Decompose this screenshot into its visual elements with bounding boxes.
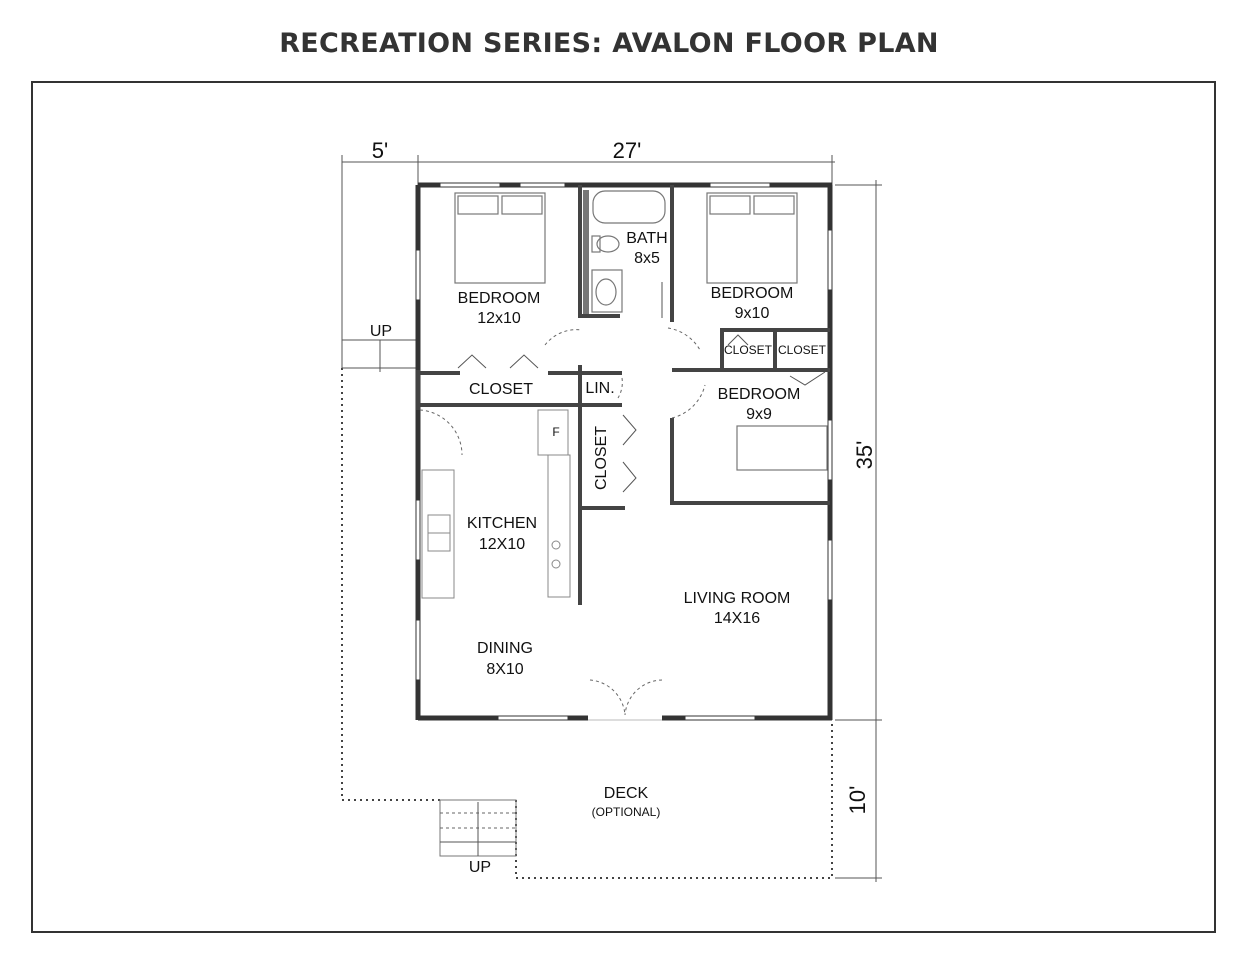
closet-b-label: CLOSET — [778, 343, 827, 357]
dimension-lines — [341, 155, 882, 882]
dimension-depth: 35' — [852, 441, 877, 470]
door-swings — [419, 282, 826, 716]
closet-hall-label: CLOSET — [593, 426, 610, 490]
fridge-label: F — [552, 425, 559, 439]
living-room-size: 14X16 — [714, 610, 760, 627]
deck-name: DECK — [604, 785, 649, 802]
bedroom1-name: BEDROOM — [458, 290, 541, 307]
bed-icon — [454, 192, 546, 284]
stairs-side-label: UP — [370, 323, 392, 340]
living-room-name: LIVING ROOM — [684, 590, 791, 607]
bedroom3-name: BEDROOM — [718, 386, 801, 403]
kitchen-counters — [421, 409, 571, 599]
stairs-front-label: UP — [469, 859, 491, 876]
page-title: RECREATION SERIES: AVALON FLOOR PLAN — [279, 28, 939, 59]
interior-walls — [416, 185, 830, 605]
bedroom1-size: 12x10 — [477, 310, 521, 327]
dimension-deck-depth: 10' — [845, 786, 870, 815]
bathtub-icon — [592, 190, 666, 224]
bath-name: BATH — [626, 230, 667, 247]
kitchen-name: KITCHEN — [467, 515, 537, 532]
dimension-width: 27' — [613, 138, 642, 163]
deck-note: (OPTIONAL) — [592, 805, 661, 819]
deck-outline — [341, 339, 833, 879]
bed-icon — [706, 192, 798, 284]
dimension-deck-side: 5' — [372, 138, 388, 163]
bedroom2-size: 9x10 — [735, 305, 770, 322]
linen-label: LIN. — [585, 380, 614, 397]
closet-a-label: CLOSET — [724, 343, 773, 357]
dining-name: DINING — [477, 640, 533, 657]
drawing-frame — [31, 81, 1216, 933]
windows — [415, 182, 833, 721]
bed-icon — [736, 425, 828, 471]
closet-main-label: CLOSET — [469, 381, 533, 398]
kitchen-size: 12X10 — [479, 536, 525, 553]
bath-size: 8x5 — [634, 250, 660, 267]
dining-size: 8X10 — [486, 661, 523, 678]
bedroom2-name: BEDROOM — [711, 285, 794, 302]
bedroom3-size: 9x9 — [746, 406, 772, 423]
sink-icon — [591, 269, 623, 313]
toilet-icon — [591, 235, 620, 253]
